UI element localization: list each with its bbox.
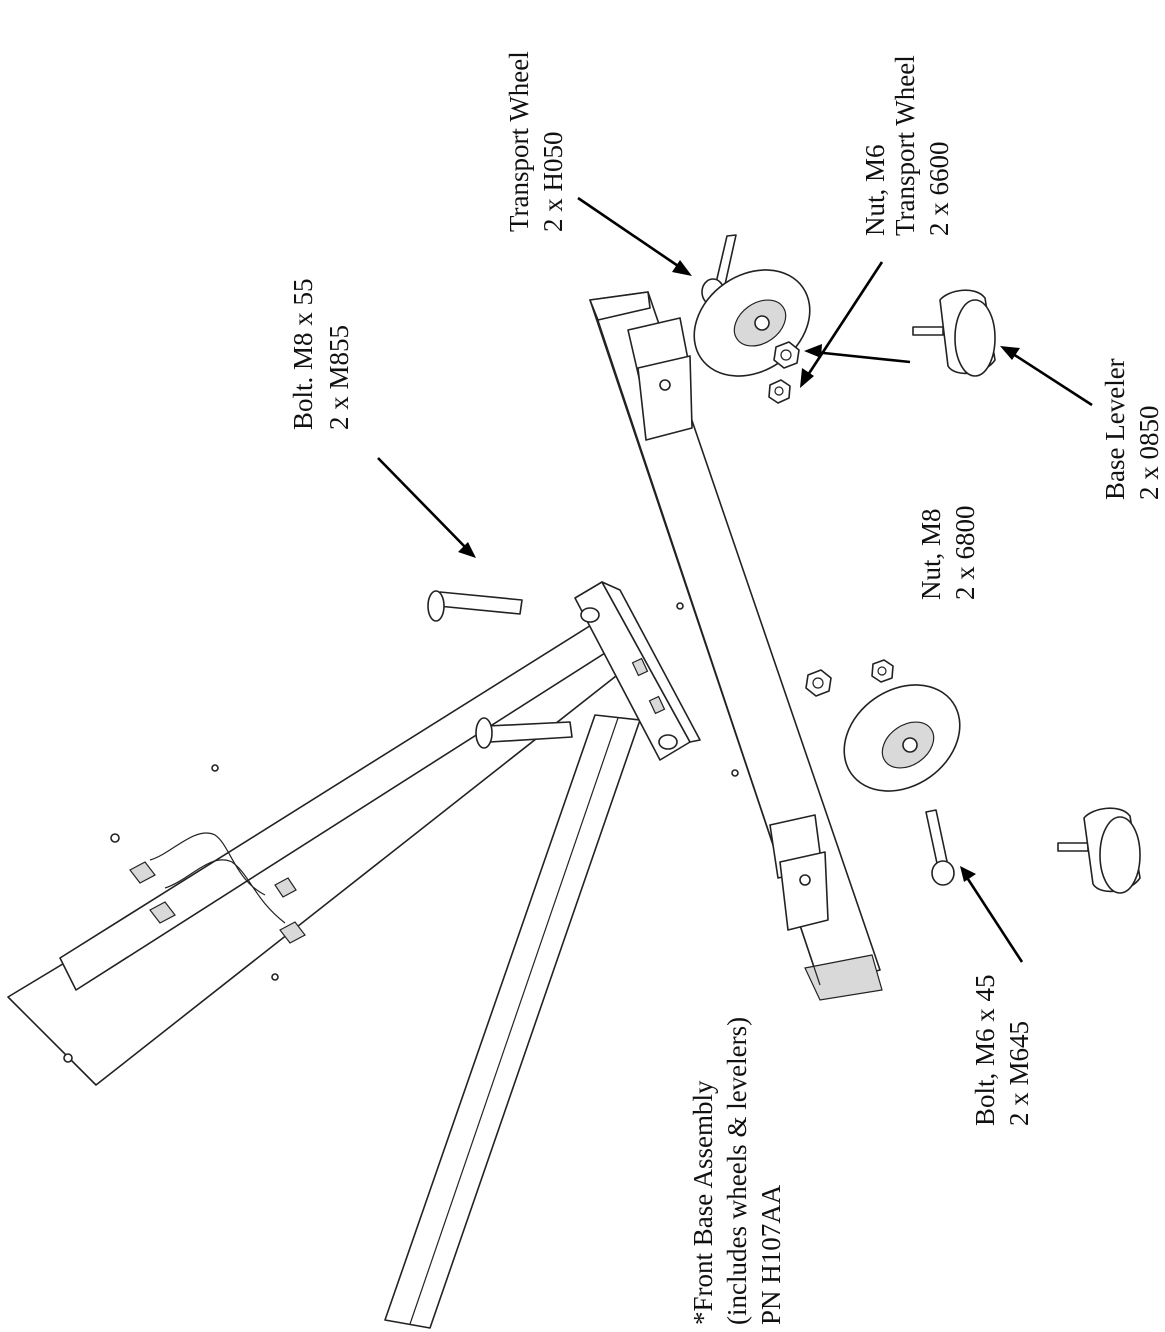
label-transport-wheel-qty: 2 x H050 [538, 132, 568, 233]
bolt-m6-bottom [925, 809, 955, 886]
arrow-head [800, 368, 814, 388]
mounting-bracket [574, 581, 701, 761]
frame-slot [149, 901, 176, 924]
label-front-base-assembly: *Front Base Assembly (includes wheels & … [688, 1017, 786, 1325]
label-bolt-m6-name: Bolt, M6 x 45 [970, 974, 1000, 1126]
bolt-m8-lower [475, 717, 573, 749]
label-transport-wheel: Transport Wheel 2 x H050 [504, 51, 568, 232]
label-base-leveler-qty: 2 x 0850 [1134, 406, 1164, 501]
nut-m8-lower [805, 669, 832, 697]
label-bolt-m6: Bolt, M6 x 45 2 x M645 [970, 974, 1034, 1126]
label-base-leveler-name: Base Leveler [1100, 358, 1130, 500]
label-base-leveler: Base Leveler 2 x 0850 [1100, 358, 1164, 500]
label-front-base-line2: (includes wheels & levelers) [722, 1017, 752, 1325]
wheel-bracket-top [627, 317, 693, 441]
frame-slot [129, 861, 156, 884]
label-front-base-line3: PN H107AA [756, 1184, 786, 1325]
frame-slot [279, 921, 306, 944]
label-nut-m8: Nut, M8 2 x 6800 [916, 506, 980, 601]
frame-hole [271, 973, 279, 981]
label-bolt-m8-name: Bolt. M8 x 55 [288, 278, 318, 430]
end-cap [804, 954, 883, 1001]
nut-m6-top [768, 379, 791, 404]
label-transport-wheel-name: Transport Wheel [504, 51, 534, 232]
nut-m6-lower [871, 659, 894, 683]
frame-hole [110, 833, 120, 843]
arrow-head [1000, 346, 1020, 360]
label-bolt-m8: Bolt. M8 x 55 2 x M855 [288, 278, 354, 430]
transport-wheel-bottom [843, 684, 961, 792]
leader-arrows [377, 196, 1093, 963]
label-nut-m8-qty: 2 x 6800 [950, 506, 980, 601]
arrow-head [458, 542, 476, 558]
label-front-base-line1: *Front Base Assembly [688, 1080, 718, 1325]
arrow-head [804, 344, 822, 358]
bolt-m8-top [427, 590, 523, 622]
wheel-bracket-bottom [769, 814, 829, 931]
label-nut-m8-name: Nut, M8 [916, 508, 946, 600]
frame-slot [274, 877, 297, 898]
nut-m8 [773, 341, 800, 369]
arrow-head [960, 866, 976, 882]
label-nut-m6-name2: Transport Wheel [890, 55, 920, 236]
frame-hole [211, 764, 219, 772]
label-bolt-m8-qty: 2 x M855 [324, 325, 354, 430]
arrow-head [672, 260, 692, 276]
front-leg-frame [7, 611, 641, 1329]
label-bolt-m6-qty: 2 x M645 [1004, 1021, 1034, 1126]
frame-hole [63, 1053, 73, 1063]
base-leveler-bottom [1057, 807, 1141, 894]
base-leveler-top [912, 289, 996, 377]
label-nut-m6-qty: 2 x 6600 [924, 142, 954, 237]
label-nut-m6: Nut, M6 Transport Wheel 2 x 6600 [860, 55, 954, 236]
label-nut-m6-name: Nut, M6 [860, 144, 890, 236]
